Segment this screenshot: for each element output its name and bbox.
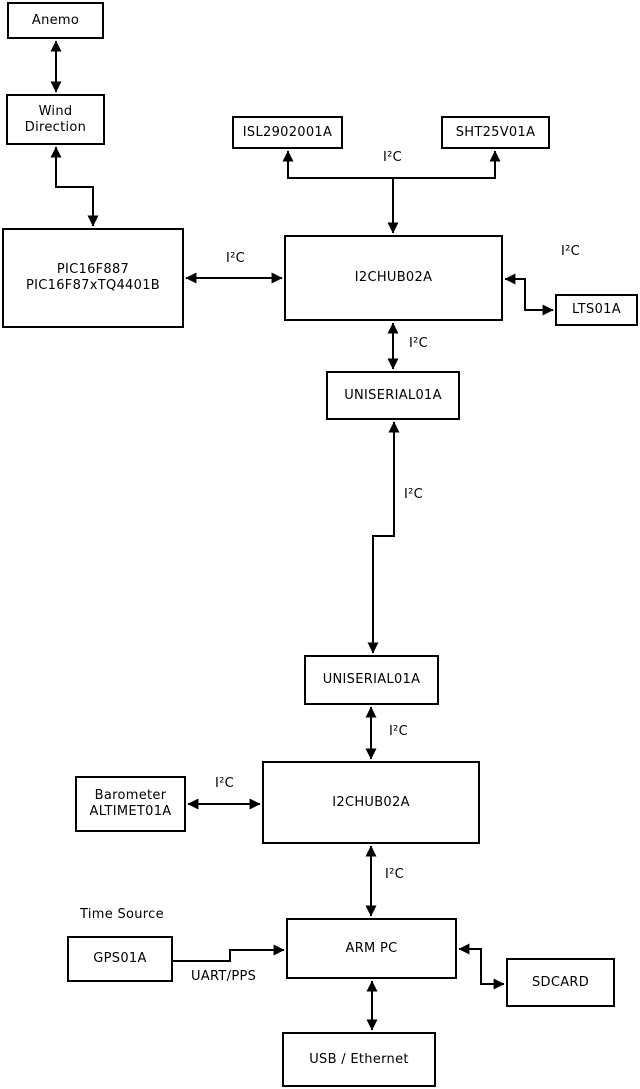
- label-i2c-long-link: I²C: [404, 487, 424, 502]
- node-wind-direction: Wind Direction: [6, 94, 105, 145]
- node-barometer: Barometer ALTIMET01A: [75, 776, 186, 832]
- node-isl: ISL2902001A: [232, 116, 343, 149]
- node-sdcard: SDCARD: [506, 958, 615, 1007]
- node-anemo-label: Anemo: [31, 12, 80, 28]
- node-i2chub-bottom: I2CHUB02A: [262, 761, 480, 844]
- node-arm-pc-label: ARM PC: [345, 940, 398, 956]
- node-barometer-line1: Barometer: [94, 788, 167, 803]
- connector-wind-pic: [50, 146, 99, 227]
- node-sht-label: SHT25V01A: [455, 124, 536, 140]
- node-uniserial-top: UNISERIAL01A: [326, 371, 460, 420]
- label-i2c-hub-uniserial: I²C: [409, 336, 429, 351]
- node-usb-ethernet: USB / Ethernet: [282, 1032, 436, 1087]
- node-lts: LTS01A: [555, 294, 638, 326]
- node-pic-line2: PIC16F87xTQ4401B: [26, 278, 160, 293]
- node-isl-label: ISL2902001A: [242, 124, 333, 140]
- node-arm-pc: ARM PC: [286, 918, 457, 979]
- label-i2c-lts: I²C: [561, 244, 581, 259]
- label-uart-pps: UART/PPS: [191, 969, 257, 984]
- node-lts-label: LTS01A: [572, 302, 621, 317]
- node-sht: SHT25V01A: [441, 116, 550, 149]
- node-gps: GPS01A: [67, 936, 173, 982]
- node-pic-line1: PIC16F887: [56, 262, 130, 277]
- node-pic: PIC16F887 PIC16F87xTQ4401B: [2, 228, 184, 328]
- node-uniserial-bottom-label: UNISERIAL01A: [322, 672, 421, 687]
- node-uniserial-top-label: UNISERIAL01A: [344, 387, 442, 403]
- node-i2chub-bottom-label: I2CHUB02A: [332, 794, 410, 810]
- node-i2chub-top: I2CHUB02A: [284, 235, 503, 321]
- node-wind-direction-line2: Direction: [24, 119, 87, 135]
- node-anemo: Anemo: [7, 2, 104, 39]
- label-i2c-bus-top: I²C: [383, 150, 403, 165]
- node-barometer-line2: ALTIMET01A: [89, 804, 172, 819]
- label-i2c-pic: I²C: [226, 251, 246, 266]
- node-uniserial-bottom: UNISERIAL01A: [304, 655, 439, 705]
- label-i2c-hub-armpc: I²C: [385, 867, 405, 882]
- connector-i2chub-lts: [504, 273, 554, 316]
- label-i2c-barometer: I²C: [215, 776, 235, 791]
- connector-armpc-sdcard: [458, 943, 505, 990]
- node-gps-label: GPS01A: [93, 951, 147, 966]
- connector-gps-armpc: [173, 944, 285, 962]
- node-wind-direction-line1: Wind: [38, 103, 73, 119]
- node-i2chub-top-label: I2CHUB02A: [354, 270, 433, 285]
- label-time-source: Time Source: [80, 907, 164, 922]
- label-i2c-uniserial-hub: I²C: [389, 724, 409, 739]
- node-sdcard-label: SDCARD: [531, 974, 590, 990]
- node-usb-ethernet-label: USB / Ethernet: [309, 1051, 409, 1067]
- connector-isl-sht-bus: [282, 150, 501, 179]
- connector-uniserial-uniserial: [367, 421, 400, 654]
